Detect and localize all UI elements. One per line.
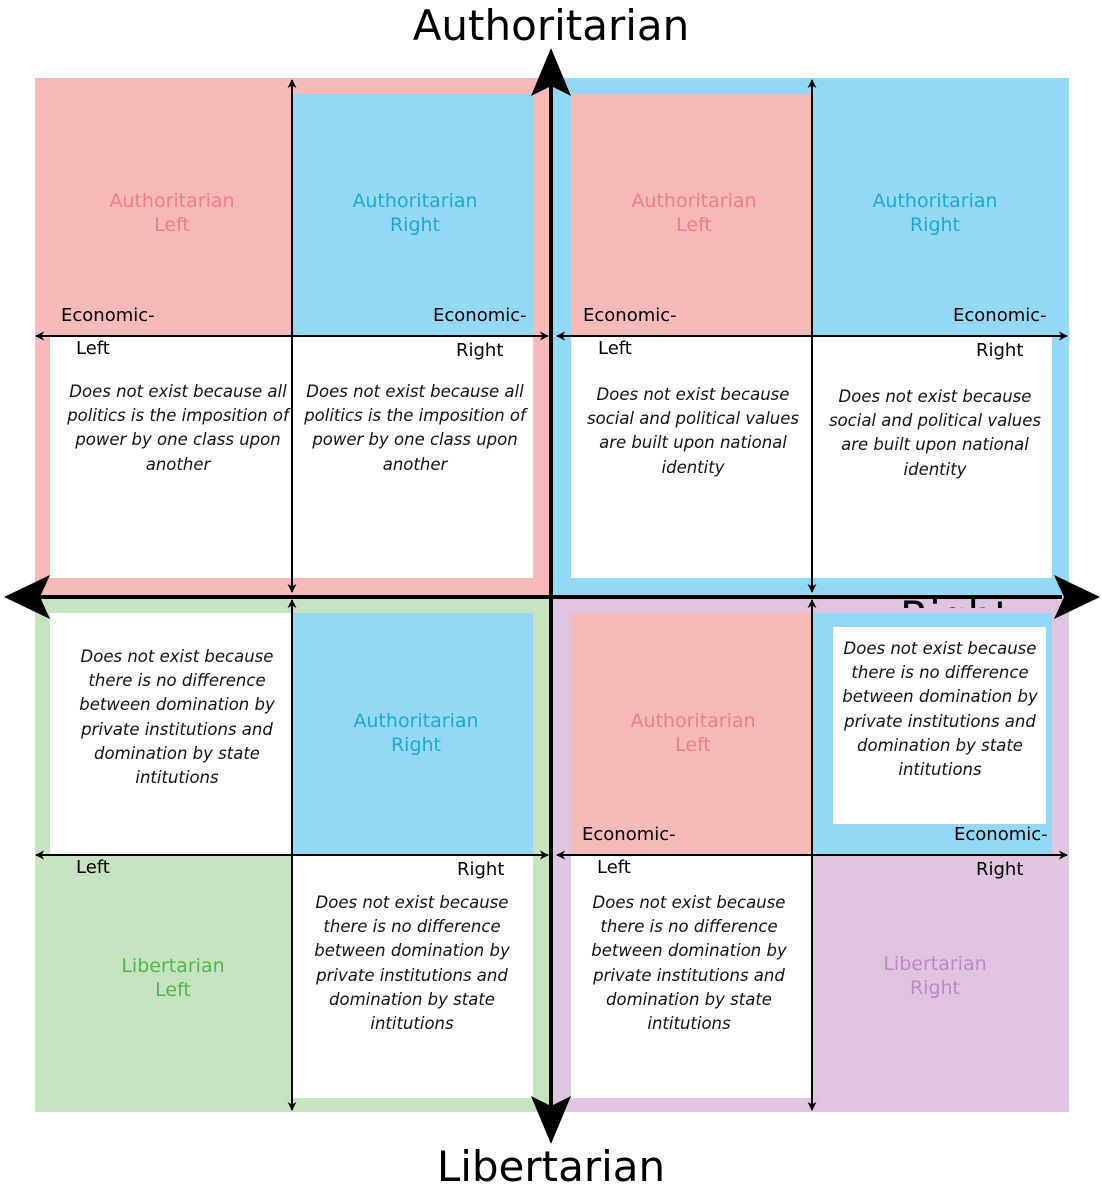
cell-lib-right-white-bl (292, 855, 533, 1098)
cell-auth-right-in-lib-left (292, 613, 533, 855)
hidden-right-label: Right (900, 598, 1030, 608)
tr-econ-right-line2: Right (976, 340, 1024, 361)
cell-lib-right-white-tl (292, 336, 533, 578)
cell-auth-left-in-auth-right (571, 94, 812, 336)
cell-lib-left-white-tr (571, 336, 812, 578)
main-axis-bottom-arrowhead (531, 1096, 571, 1144)
br-econ-right-line1: Economic- (954, 824, 1048, 845)
tl-econ-right-line1: Economic- (433, 305, 527, 326)
tr-auth-right-label: Authoritarian Right (872, 190, 998, 236)
cell-lib-right-white-tr (812, 336, 1052, 578)
tl-econ-left-line1: Economic- (61, 305, 155, 326)
cell-auth-left-in-lib-right (571, 613, 812, 855)
br-note-lib-left: Does not exist because there is no diffe… (591, 893, 787, 1034)
tr-econ-left-line2: Left (598, 338, 632, 359)
tl-econ-left-line2: Left (76, 338, 110, 359)
main-axis-left-arrowhead (4, 575, 50, 619)
main-axis-top-arrowhead (531, 48, 571, 96)
main-axis-right-arrowhead (1054, 575, 1100, 619)
tr-note-lib-right: Does not exist because social and politi… (828, 387, 1042, 479)
cell-auth-right-in-auth-left (292, 94, 533, 336)
axis-title-libertarian: Libertarian (436, 1142, 666, 1191)
br-auth-left-label: Authoritarian Left (630, 710, 756, 756)
tr-note-lib-left: Does not exist because social and politi… (586, 385, 800, 477)
bl-lib-left-label: Libertarian Left (121, 955, 225, 1001)
tr-auth-left-label: Authoritarian Left (631, 190, 757, 236)
tl-auth-left-label: Authoritarian Left (109, 190, 235, 236)
tr-econ-left-line1: Economic- (583, 305, 677, 326)
br-econ-right-line2: Right (976, 859, 1024, 880)
cell-auth-left-white-bl (50, 613, 292, 855)
bl-econ-left-line2: Left (76, 857, 110, 878)
tl-note-lib-right: Does not exist because all politics is t… (304, 382, 526, 474)
axis-title-authoritarian: Authoritarian (412, 1, 690, 50)
bl-econ-right-line2: Right (457, 859, 505, 880)
bl-note-auth-left: Does not exist because there is no diffe… (79, 647, 275, 788)
bl-auth-right-label: Authoritarian Right (353, 710, 479, 756)
tl-note-lib-left: Does not exist because all politics is t… (67, 382, 289, 474)
cell-lib-left-white-br (571, 855, 812, 1098)
cell-lib-left-white-tl (50, 336, 292, 578)
tl-econ-right-line2: Right (456, 340, 504, 361)
tr-econ-right-line1: Economic- (953, 305, 1047, 326)
bl-note-lib-right: Does not exist because there is no diffe… (314, 893, 510, 1034)
br-econ-left-line2: Left (597, 857, 631, 878)
cell-auth-right-white-br (833, 627, 1046, 824)
br-econ-left-line1: Economic- (582, 824, 676, 845)
br-note-auth-right: Does not exist because there is no diffe… (842, 639, 1038, 780)
br-lib-right-label: Libertarian Right (883, 953, 987, 999)
tl-auth-right-label: Authoritarian Right (352, 190, 478, 236)
